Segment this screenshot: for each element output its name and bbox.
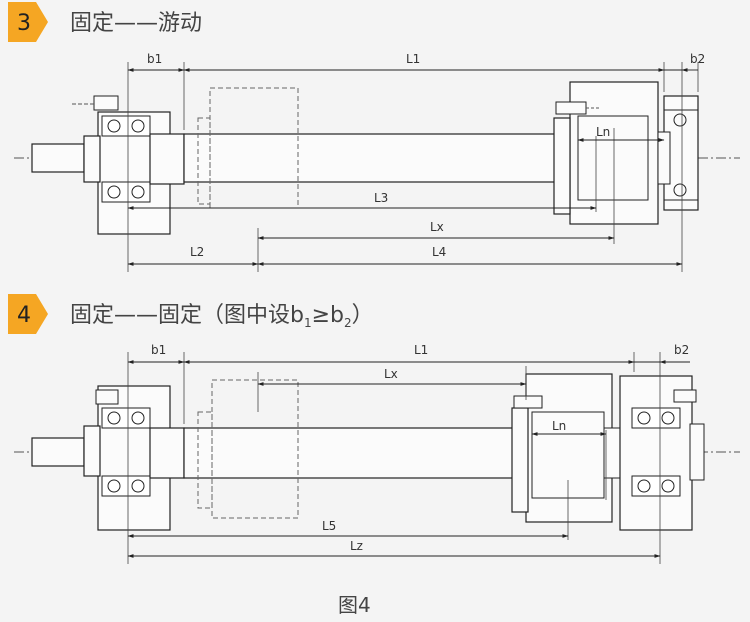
section-4-note-prefix: （图中设b <box>202 303 304 328</box>
section-4-title-main: 固定——固定 <box>70 303 202 328</box>
section-4-screw-shaft <box>183 427 521 479</box>
section-4-note-sub1: 1 <box>304 316 312 330</box>
section-3-bearing-left-bottom <box>101 181 151 203</box>
section-3-motor-shaft <box>31 143 85 173</box>
section-4-title: 固定——固定（图中设b1≥b2） <box>70 303 374 330</box>
section-4: 4 固定——固定（图中设b1≥b2） <box>8 294 740 564</box>
section-4-dim-Ln: Ln <box>552 419 566 433</box>
section-3-dim-L1: L1 <box>406 52 420 66</box>
section-4-motor-shaft <box>31 437 85 467</box>
section-3-dim-L3: L3 <box>374 191 388 205</box>
section-4-dim-L5: L5 <box>322 519 336 533</box>
section-4-note-suffix: ） <box>352 303 374 328</box>
section-3-dim-L2: L2 <box>190 245 204 259</box>
section-3-dim-b2: b2 <box>690 52 705 66</box>
section-3-dim-Ln: Ln <box>596 125 610 139</box>
section-4-dim-Lz: Lz <box>350 539 363 553</box>
section-3-dim-b1: b1 <box>147 52 162 66</box>
section-4-number: 4 <box>17 303 31 328</box>
section-3-dim-L4: L4 <box>432 245 446 259</box>
section-4-note-sub2: 2 <box>344 316 352 330</box>
section-3-dim-Lx: Lx <box>430 220 444 234</box>
section-4-dim-Lx: Lx <box>384 367 398 381</box>
section-3-title: 固定——游动 <box>70 11 202 36</box>
section-3: 3 固定——游动 <box>8 2 740 272</box>
section-4-dim-b2: b2 <box>674 343 689 357</box>
figure-caption: 图4 <box>338 593 371 617</box>
section-4-dim-b1: b1 <box>151 343 166 357</box>
section-4-dim-L1: L1 <box>414 343 428 357</box>
section-4-note-op: ≥b <box>312 303 344 328</box>
section-3-badge <box>8 2 48 42</box>
section-4-badge <box>8 294 48 334</box>
section-3-screw-shaft <box>183 133 563 183</box>
section-3-number: 3 <box>17 11 31 36</box>
section-3-bearing-left-top <box>101 115 151 137</box>
